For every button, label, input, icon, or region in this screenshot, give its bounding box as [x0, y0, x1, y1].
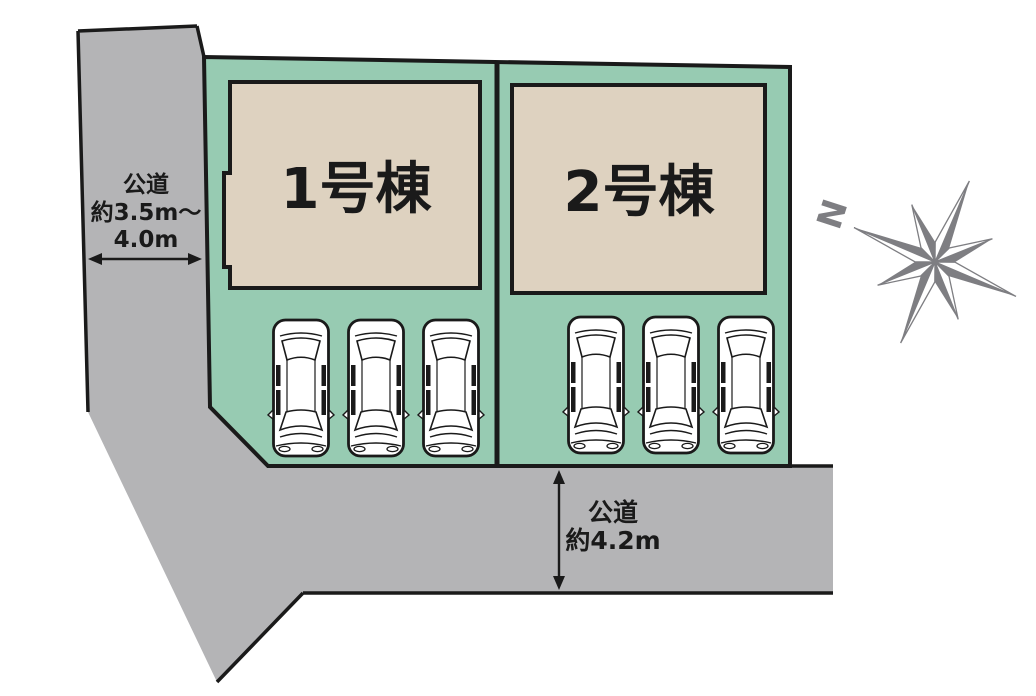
car-icon [416, 318, 486, 458]
bottom-road-name-label: 公道 [588, 498, 638, 527]
road-shape [78, 26, 833, 682]
car-icon [636, 315, 706, 455]
left-road-width-label-line2: 4.0m [114, 227, 179, 253]
car-icon [561, 315, 631, 455]
left-road-width-label-line1: 約3.5m〜 [91, 199, 202, 226]
north-label: N [810, 195, 857, 234]
building-2-shape [510, 83, 767, 295]
bottom-road-width-arrow [553, 470, 565, 590]
compass-rose-icon [853, 180, 1017, 344]
left-road-width-arrow [88, 253, 202, 265]
car-icon [266, 318, 336, 458]
building-1-label: 1号棟 [281, 157, 433, 222]
building-2-label: 2号棟 [564, 160, 716, 225]
car-icon [711, 315, 781, 455]
left-road-name-label: 公道 [123, 171, 169, 198]
car-icon [341, 318, 411, 458]
bottom-road-width-label: 約4.2m [565, 526, 660, 555]
building-1-shape [222, 80, 482, 290]
